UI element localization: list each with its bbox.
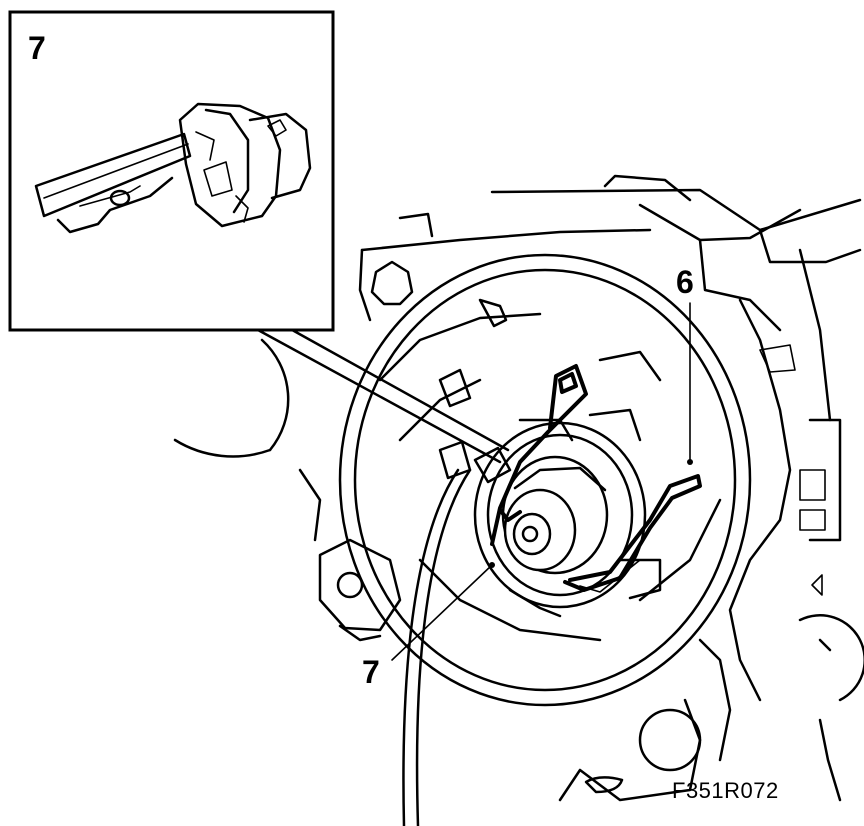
inset-bulb (34, 102, 312, 234)
cable (402, 468, 472, 826)
inset-label: 7 (28, 30, 46, 66)
leader-7 (391, 564, 493, 661)
inset-detail (8, 10, 335, 332)
xenon-bulb (501, 455, 609, 575)
leader-lines (256, 302, 693, 661)
spring-clip (490, 364, 702, 593)
inset-frame (8, 10, 335, 332)
leader-6-dot (687, 459, 693, 465)
leader-7-dot (489, 562, 495, 568)
callout-6-spring-clip: 6 (676, 264, 694, 300)
housing-outline (173, 174, 864, 802)
figure-code: F351R072 (672, 778, 779, 803)
callout-7-bulb: 7 (362, 654, 380, 690)
reflector-rings (338, 253, 752, 707)
